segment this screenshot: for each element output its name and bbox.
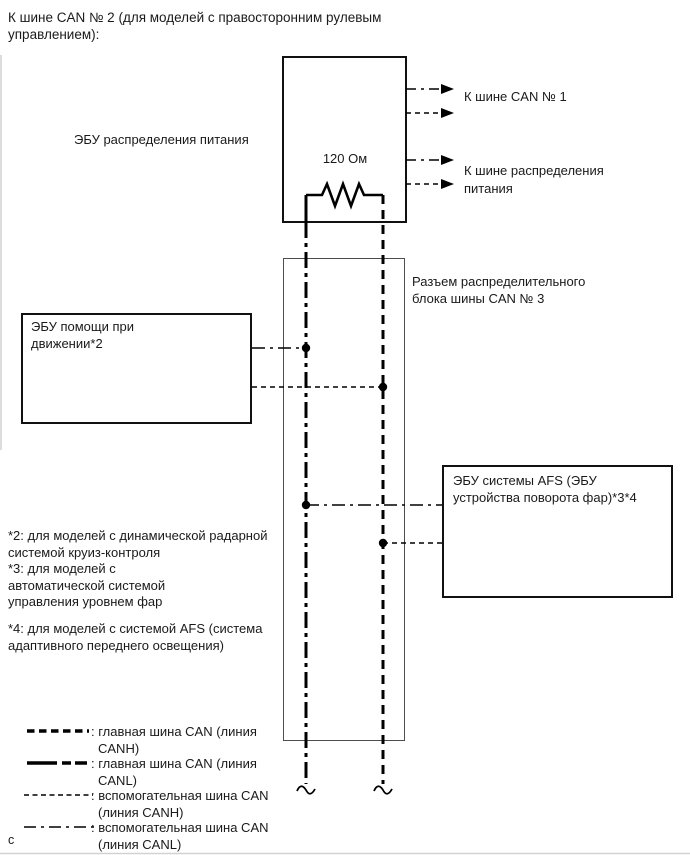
can3-junction-connector-box — [283, 258, 405, 741]
legend-aux-canl-line-1: : вспомогательная шина CAN — [91, 820, 269, 835]
resistor-value-label: 120 Ом — [322, 151, 368, 166]
afs-ecu-label: ЭБУ системы AFS (ЭБУ устройства поворота… — [444, 467, 671, 506]
drive-assist-ecu-label-line-1: ЭБУ помощи при — [31, 319, 134, 334]
junction-connector-label-line-1: Разъем распределительного — [412, 274, 586, 289]
legend-aux-canl-line-2: (линия CANL) — [98, 836, 182, 852]
legend-main-canh-line-1: : главная шина CAN (линия — [91, 724, 257, 739]
footnote-2: *2: для моделей с динамической радарной … — [8, 528, 267, 561]
arrowhead-icon — [441, 108, 454, 118]
footnote-3-line-2: автоматической системой — [8, 577, 166, 593]
legend-main-canh-line-2: CANH) — [98, 740, 140, 756]
page-marker: c — [8, 833, 15, 847]
footnote-4: *4: для моделей с системой AFS (система … — [8, 621, 262, 654]
diagram-title-line-2: управлением): — [8, 27, 100, 42]
footnote-4-line-1: *4: для моделей с системой AFS (система — [8, 621, 263, 636]
legend-item-main-canh: : главная шина CAN (линия CANH) — [91, 724, 257, 757]
junction-connector-label-line-2: блока шины CAN № 3 — [412, 291, 545, 306]
drive-assist-ecu-label: ЭБУ помощи при движении*2 — [23, 315, 250, 352]
legend-item-aux-canl: : вспомогательная шина CAN (линия CANL) — [91, 820, 269, 853]
footnote-2-line-1: *2: для моделей с динамической радарной — [8, 528, 268, 543]
wire-break-squiggle-icon — [296, 785, 316, 795]
footnote-3-line-3: управления уровнем фар — [8, 594, 163, 609]
footnote-2-line-2: системой круиз-контроля — [8, 544, 161, 560]
wire-break-squiggle-icon — [373, 785, 393, 795]
drive-assist-ecu-box: ЭБУ помощи при движении*2 — [21, 313, 252, 424]
can1-bus-label: К шине CAN № 1 — [464, 89, 567, 104]
arrowhead-icon — [441, 179, 454, 189]
power-distribution-ecu-label: ЭБУ распределения питания — [74, 132, 249, 147]
legend-item-main-canl: : главная шина CAN (линия CANL) — [91, 756, 257, 789]
afs-ecu-box: ЭБУ системы AFS (ЭБУ устройства поворота… — [442, 465, 673, 598]
legend-aux-canh-line-2: (линия CANH) — [98, 804, 184, 820]
legend-main-canl-line-2: CANL) — [98, 772, 138, 788]
arrowhead-icon — [441, 84, 454, 94]
power-bus-label-line-1: К шине распределения — [464, 163, 604, 178]
legend-item-aux-canh: : вспомогательная шина CAN (линия CANH) — [91, 788, 269, 821]
legend-aux-canh-line-1: : вспомогательная шина CAN — [91, 788, 269, 803]
power-bus-label-line-2: питания — [464, 180, 513, 196]
diagram-title: К шине CAN № 2 (для моделей с правосторо… — [8, 9, 381, 43]
arrowhead-icon — [441, 155, 454, 165]
legend-main-canl-line-1: : главная шина CAN (линия — [91, 756, 257, 771]
afs-ecu-label-line-1: ЭБУ системы AFS (ЭБУ — [453, 473, 597, 488]
power-bus-label: К шине распределения питания — [464, 162, 604, 197]
footnote-3-line-1: *3: для моделей с — [8, 561, 116, 576]
drive-assist-ecu-label-line-2: движении*2 — [31, 335, 103, 351]
footnote-3: *3: для моделей с автоматической системо… — [8, 561, 165, 611]
diagram-title-line-1: К шине CAN № 2 (для моделей с правосторо… — [8, 10, 382, 25]
power-distribution-ecu-box — [282, 56, 407, 223]
footnote-4-line-2: адаптивного переднего освещения) — [8, 637, 224, 653]
junction-connector-label: Разъем распределительного блока шины CAN… — [412, 273, 585, 307]
afs-ecu-label-line-2: устройства поворота фар)*3*4 — [453, 489, 637, 505]
